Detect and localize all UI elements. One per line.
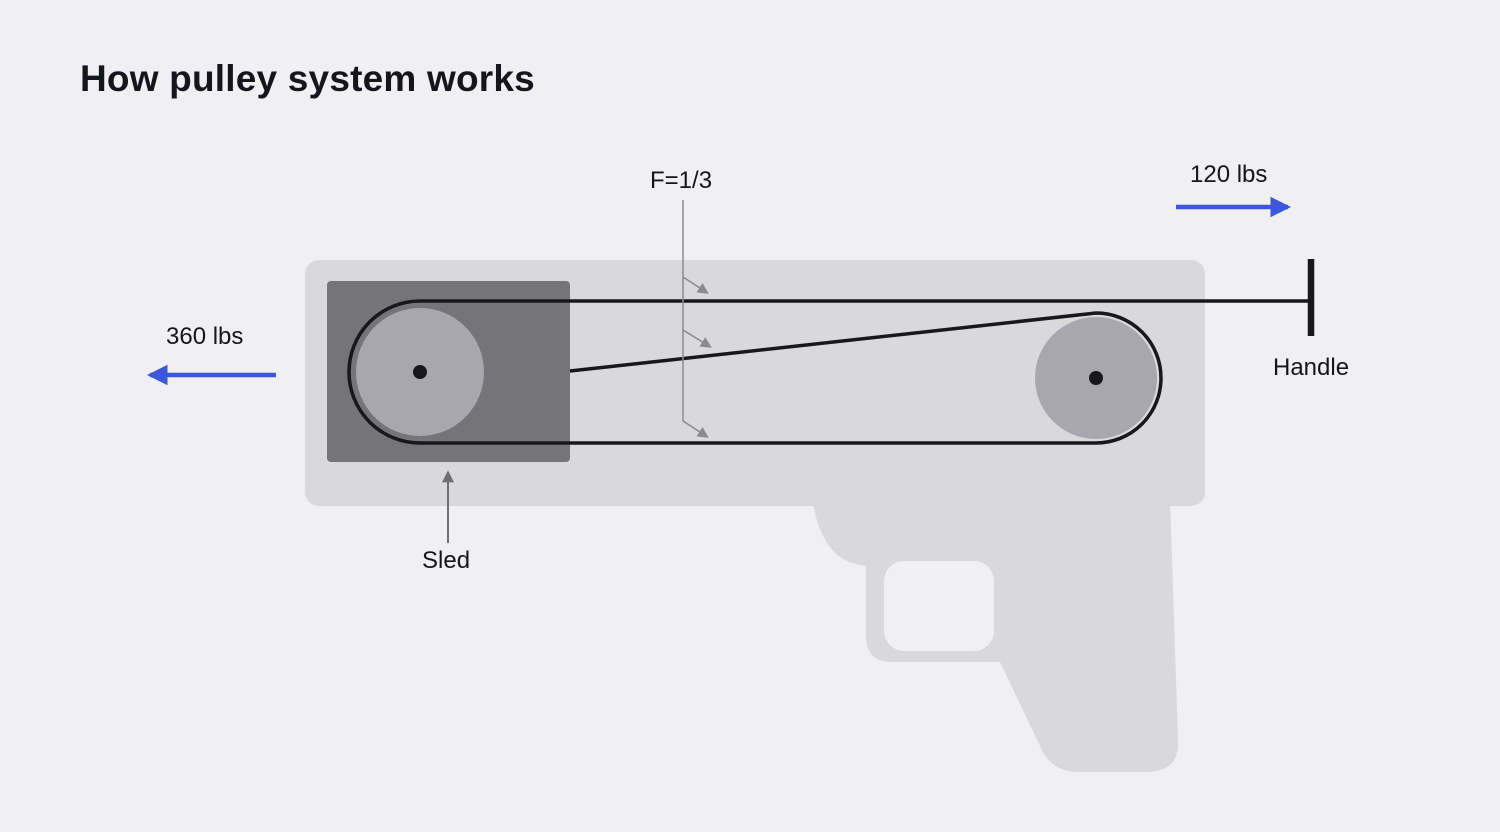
handle-label: Handle	[1273, 354, 1350, 381]
callout-arrow-middle-cable	[682, 329, 712, 348]
trigger-guard-cutout	[884, 561, 994, 651]
left-pulley-axle	[413, 365, 427, 379]
input-force-label: 120 lbs	[1190, 161, 1268, 188]
page-title: How pulley system works	[80, 58, 535, 99]
right-pulley-axle	[1089, 371, 1103, 385]
output-force-label: 360 lbs	[166, 323, 244, 350]
force-ratio-label: F=1/3	[650, 167, 713, 194]
sled-label: Sled	[422, 547, 471, 574]
callout-arrow-top-cable	[682, 276, 709, 294]
device-grip-silhouette	[812, 498, 1179, 772]
cable-rope	[347, 299, 1311, 445]
callout-arrow-bottom-cable	[682, 420, 709, 438]
